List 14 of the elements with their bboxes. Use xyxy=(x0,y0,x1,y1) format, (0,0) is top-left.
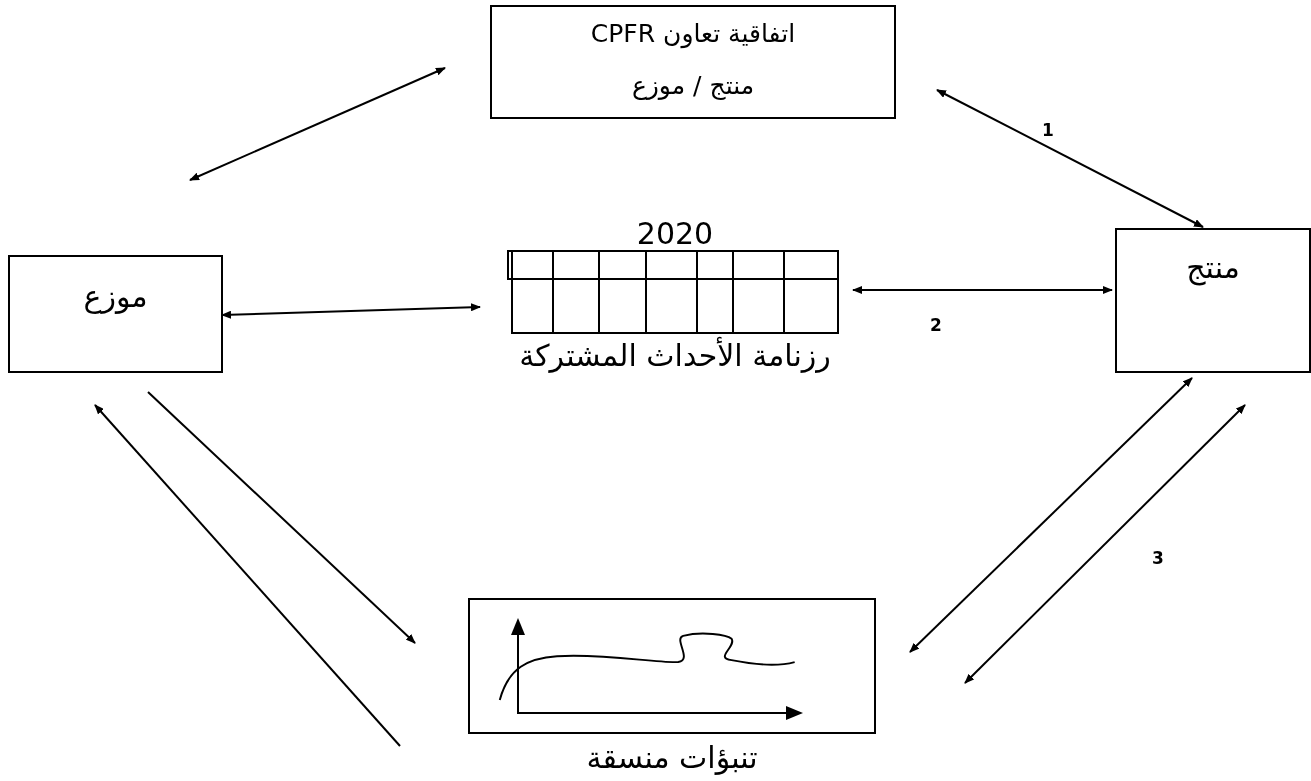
arrow xyxy=(147,391,416,644)
box-title: اتفاقية تعاون CPFR xyxy=(590,19,796,48)
chart-caption: تنبؤات منسقة xyxy=(586,740,758,775)
box-title: منتج xyxy=(1186,250,1240,285)
box-subtitle: منتج / موزع xyxy=(631,71,755,100)
arrow xyxy=(852,286,1113,294)
arrow xyxy=(94,404,401,747)
box-title: موزع xyxy=(83,279,148,314)
year-heading: 2020 xyxy=(636,216,714,251)
calendar-caption: رزنامة الأحداث المشتركة xyxy=(519,338,831,373)
arrow xyxy=(189,67,446,181)
arrow xyxy=(909,377,1193,653)
arrow xyxy=(936,89,1204,228)
arrow xyxy=(964,404,1246,684)
